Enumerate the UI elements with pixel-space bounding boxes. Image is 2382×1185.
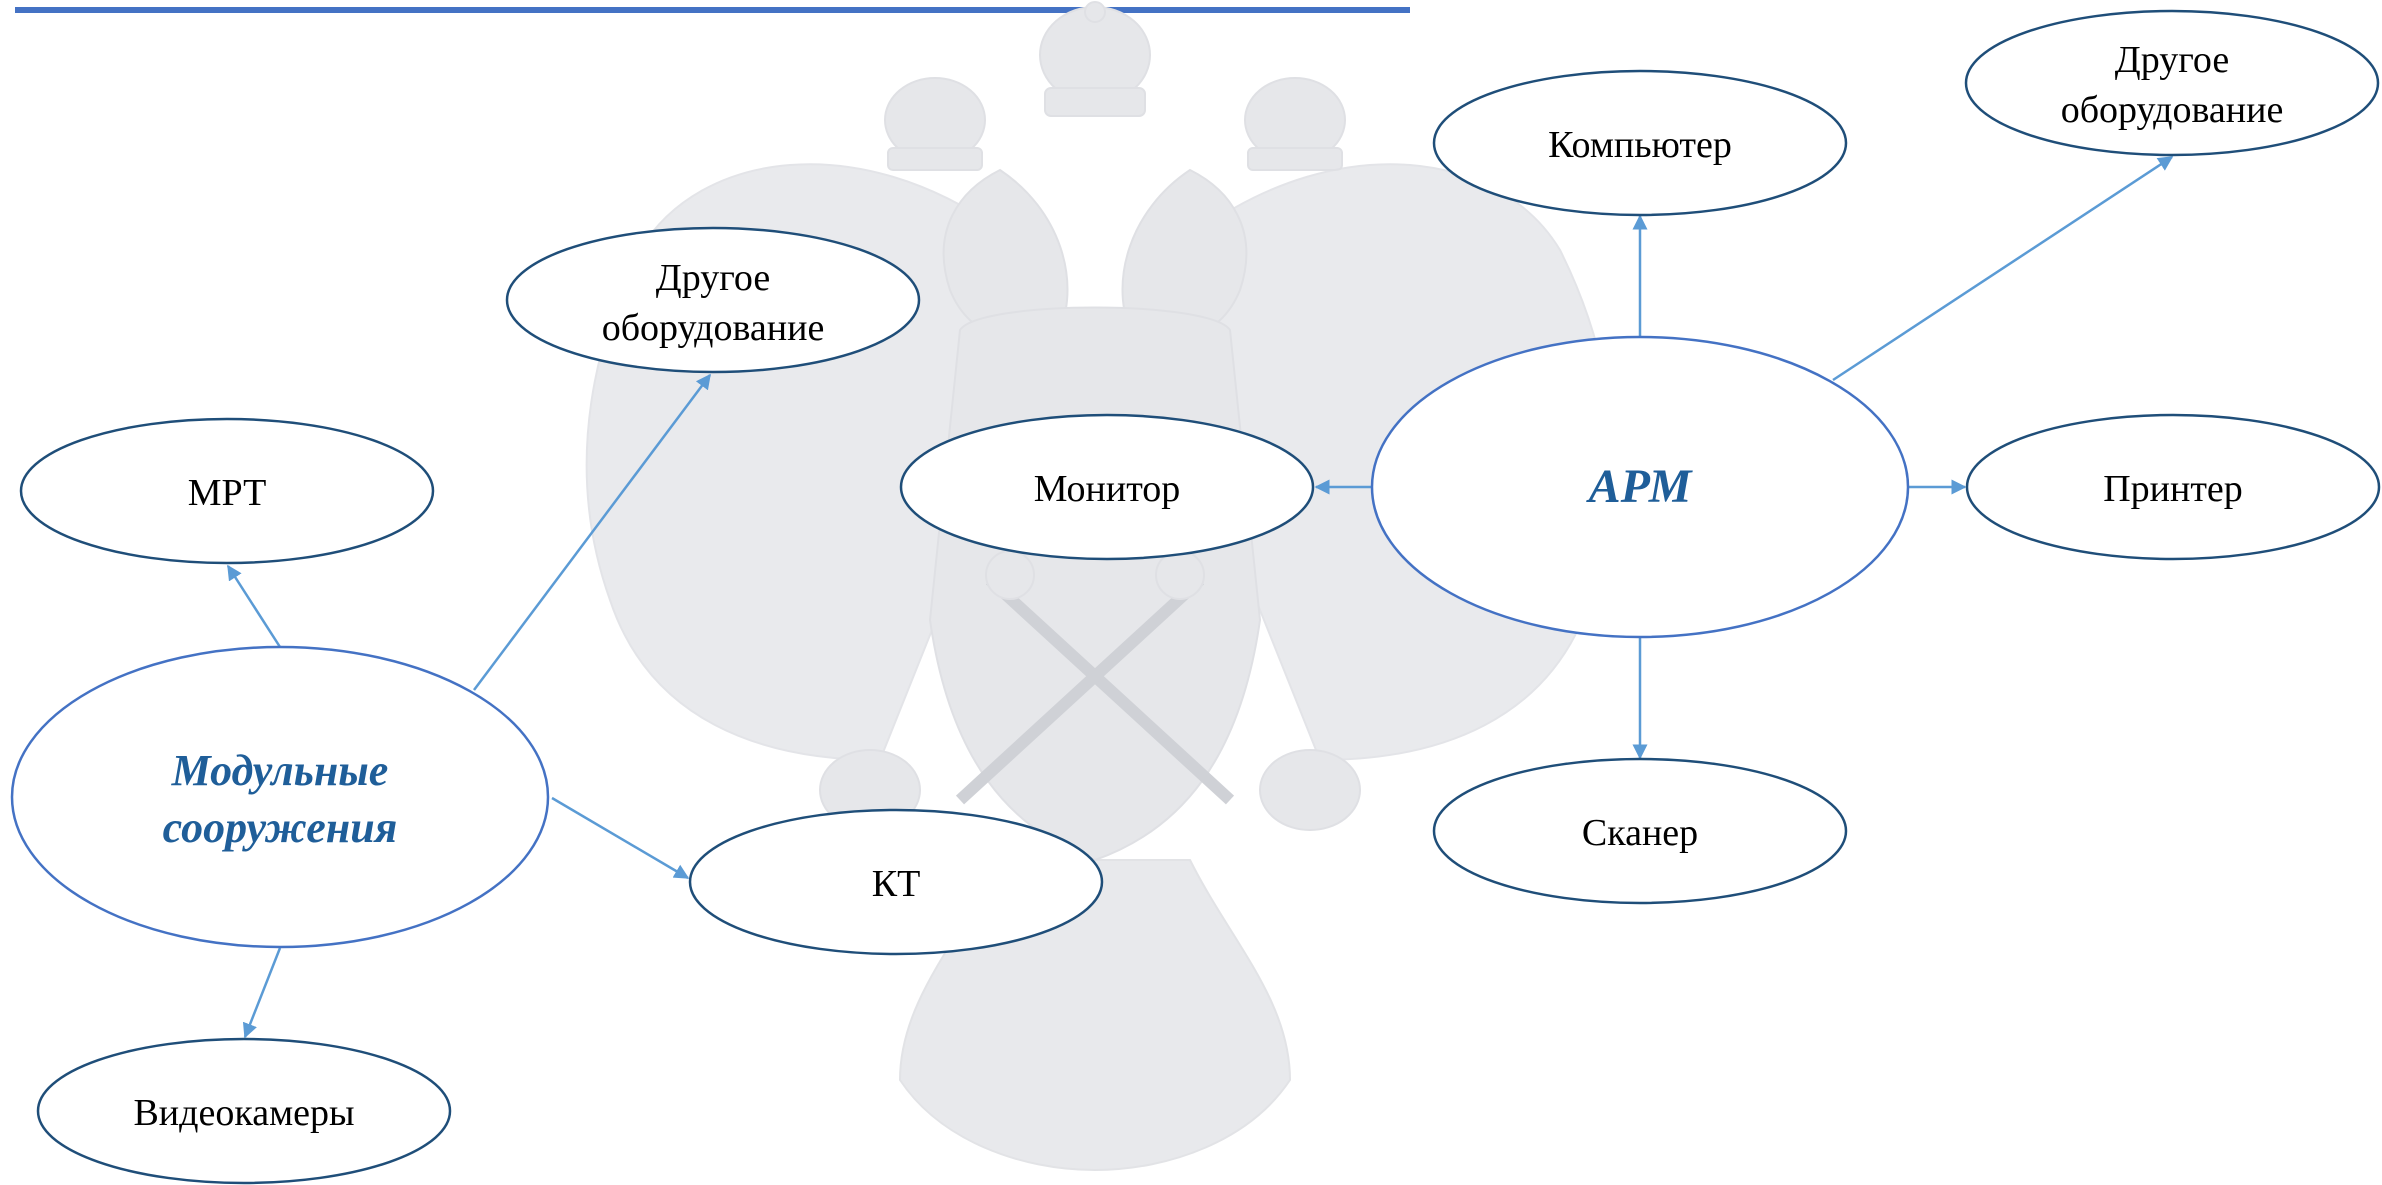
kt-label: КТ <box>872 863 921 905</box>
edge-modular-to-cameras <box>242 947 282 1039</box>
node-kt: КТ <box>688 808 1104 956</box>
other-left-line1: Другое <box>656 257 770 299</box>
other-right-line2: оборудование <box>2061 89 2284 131</box>
mrt-label: МРТ <box>188 472 267 514</box>
node-other-equipment-right: Другое оборудование <box>1964 9 2380 157</box>
node-mrt: МРТ <box>19 417 435 565</box>
other-left-line2: оборудование <box>602 307 825 349</box>
printer-label: Принтер <box>2103 468 2243 510</box>
edge-modular-to-kt <box>551 796 690 880</box>
node-other-equipment-left: Другое оборудование <box>505 226 921 374</box>
cameras-label: Видеокамеры <box>133 1092 354 1134</box>
node-printer: Принтер <box>1965 413 2381 561</box>
node-monitor: Монитор <box>899 413 1315 561</box>
node-scanner: Сканер <box>1432 757 1848 905</box>
crown-icon <box>1039 1 1151 117</box>
edge-arm-to-other-right <box>1832 155 2174 382</box>
arm-center-label: АРМ <box>1586 460 1694 513</box>
edges <box>226 155 2174 1039</box>
node-arm-center: АРМ <box>1370 335 1910 639</box>
monitor-label: Монитор <box>1034 468 1181 510</box>
node-cameras: Видеокамеры <box>36 1037 452 1185</box>
header-rule <box>15 7 1410 13</box>
scanner-label: Сканер <box>1582 812 1698 854</box>
edge-modular-to-mrt <box>226 564 282 648</box>
modular-center-line2: сооружения <box>163 803 398 852</box>
computer-label: Компьютер <box>1548 124 1732 166</box>
edge-modular-to-other-left <box>472 373 712 691</box>
other-right-line1: Другое <box>2115 39 2229 81</box>
node-modular-center: Модульные сооружения <box>10 645 550 949</box>
modular-center-line1: Модульные <box>171 746 389 795</box>
node-computer: Компьютер <box>1432 69 1848 217</box>
